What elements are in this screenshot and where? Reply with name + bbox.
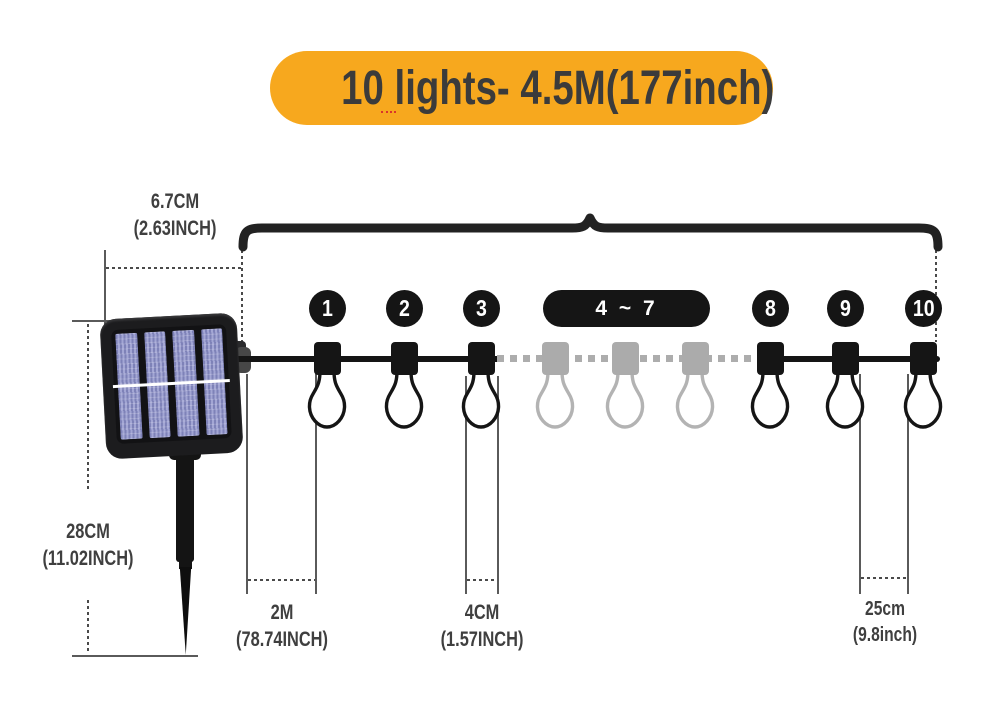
ground-stake-spike	[179, 567, 192, 655]
bulb-width-extension-right	[497, 376, 499, 594]
bulb-width-value: 4CM	[464, 601, 500, 624]
panel-width-extension-left	[104, 250, 106, 332]
bulb-spacing-dim-line	[861, 577, 907, 579]
bulb-socket-10	[910, 342, 937, 375]
spellcheck-underline	[381, 107, 396, 113]
bulb-socket-8	[757, 342, 784, 375]
bulb-socket-hidden-2	[612, 342, 639, 375]
panel-width-alt: (2.63INCH)	[133, 217, 217, 240]
bulb-spacing-alt: (9.8inch)	[852, 624, 918, 646]
bulb-8	[750, 370, 790, 429]
banner: 10 lights- 4.5M(177inch)	[270, 51, 775, 125]
marker-circle-10: 10	[905, 290, 942, 327]
marker-circle-2: 2	[386, 290, 423, 327]
bulb-2	[384, 370, 424, 429]
bulb-width-alt: (1.57INCH)	[440, 628, 524, 651]
stake-height-dim-lower	[87, 600, 89, 654]
bulb-10	[903, 370, 943, 429]
bulb-3	[461, 370, 501, 429]
marker-circle-9: 9	[827, 290, 864, 327]
bulb-socket-hidden-3	[682, 342, 709, 375]
panel-width-value: 6.7CM	[150, 190, 200, 213]
marker-circle-8: 8	[752, 290, 789, 327]
bulb-socket-1	[314, 342, 341, 375]
bulb-spacing-label: 25cm (9.8inch)	[827, 596, 944, 648]
bulb-socket-9	[832, 342, 859, 375]
bulb-socket-2	[391, 342, 418, 375]
string-wire-left	[232, 356, 500, 362]
bulb-spacing-extension-left	[859, 374, 861, 594]
stake-height-alt: (11.02INCH)	[42, 547, 134, 570]
bulb-1	[307, 370, 347, 429]
stake-height-dim-upper	[87, 324, 89, 490]
lead-length-extension-right	[315, 374, 317, 594]
bulb-width-label: 4CM (1.57INCH)	[424, 599, 541, 653]
bulb-socket-hidden-1	[542, 342, 569, 375]
marker-circle-3: 3	[463, 290, 500, 327]
bulb-hidden-1	[535, 370, 575, 429]
lead-length-extension-left	[246, 374, 248, 594]
lead-length-value: 2M	[270, 601, 294, 624]
bulb-hidden-2	[605, 370, 645, 429]
bulb-9	[825, 370, 865, 429]
marker-circle-1: 1	[309, 290, 346, 327]
lead-length-alt: (78.74INCH)	[236, 628, 328, 651]
bulb-spacing-extension-right	[907, 374, 909, 594]
marker-pill-4-7: 4 ~ 7	[543, 290, 710, 327]
panel-width-dim-line	[106, 267, 242, 269]
bulb-socket-3	[468, 342, 495, 375]
stake-height-value: 28CM	[66, 520, 110, 543]
banner-text: 10 lights- 4.5M(177inch)	[340, 61, 775, 115]
bulb-width-extension-left	[465, 376, 467, 594]
lead-length-dim-line	[248, 579, 315, 581]
bulb-hidden-3	[675, 370, 715, 429]
lead-length-label: 2M (78.74INCH)	[224, 599, 341, 653]
ground-stake-collar	[179, 560, 192, 569]
stake-height-label: 28CM (11.02INCH)	[30, 518, 147, 572]
panel-width-label: 6.7CM (2.63INCH)	[117, 188, 234, 242]
solar-panel	[99, 312, 244, 460]
bulb-spacing-value: 25cm	[865, 598, 905, 620]
ground-line	[72, 655, 198, 657]
bulb-width-dim-line	[467, 579, 497, 581]
brace-left-drop-line	[241, 250, 243, 356]
ground-stake-shaft	[176, 452, 194, 562]
